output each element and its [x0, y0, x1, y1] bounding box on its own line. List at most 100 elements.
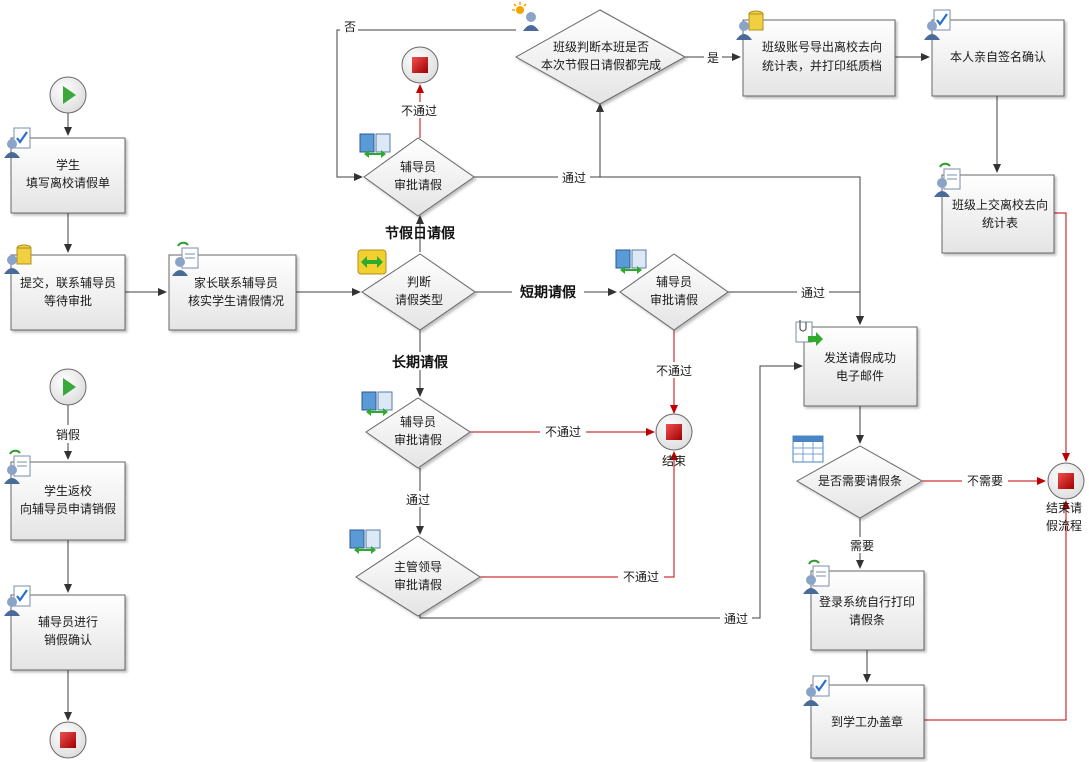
user-check-icon	[4, 585, 31, 616]
play-icon	[63, 86, 76, 104]
box-student-fill-line2: 填写离校请假单	[26, 175, 110, 190]
diamond-class-judge: 班级判断本班是否 本次节假日请假都完成	[514, 9, 687, 105]
label-long-pass: 通过	[406, 493, 430, 507]
edge-class-submit-end	[1054, 212, 1070, 462]
box-confirm-cancel-line1: 辅导员进行	[38, 615, 98, 629]
diamond-need-slip-line1: 是否需要请假条	[818, 474, 902, 488]
box-return-school-line1: 学生返校	[44, 483, 92, 498]
user-check-icon	[4, 127, 31, 158]
end-node-right	[1047, 462, 1085, 500]
box-class-export-line2: 统计表，并打印纸质档	[762, 59, 882, 73]
edge-supervisor-pass	[419, 362, 803, 619]
label-end-process-line1: 结束请	[1046, 501, 1082, 515]
diamond-supervisor-line1: 主管领导	[394, 559, 442, 574]
box-send-email-line2: 电子邮件	[836, 369, 884, 383]
edge-class-judge-no	[336, 29, 516, 181]
table-exchange-icon	[359, 133, 391, 158]
label-supervisor-pass: 通过	[724, 612, 748, 626]
user-check-icon	[803, 675, 830, 706]
label-end-process-line2: 假流程	[1046, 518, 1082, 533]
diamond-judge-type-line2: 请假类型	[395, 293, 443, 307]
end-node-center	[655, 413, 693, 451]
diamond-holiday-counselor: 辅导员 审批请假	[363, 137, 475, 217]
user-form-icon	[4, 449, 31, 484]
label-cancel-leave: 销假	[56, 428, 80, 442]
diamond-short-counselor-line2: 审批请假	[650, 292, 698, 307]
box-parent-contact-line1: 家长联系辅导员	[194, 275, 278, 290]
diamond-judge-type-line1: 判断	[407, 274, 431, 289]
diamond-short-counselor-line1: 辅导员	[656, 275, 692, 289]
label-long-fail: 不通过	[545, 425, 581, 439]
box-parent-contact-line2: 核实学生请假情况	[188, 293, 284, 308]
user-form-icon	[172, 241, 199, 276]
start-node-main	[49, 76, 87, 114]
label-holiday-fail: 不通过	[401, 104, 437, 118]
sun-user-icon	[512, 2, 539, 31]
label-supervisor-fail: 不通过	[623, 570, 659, 584]
stop-icon	[412, 57, 428, 73]
edge-supervisor-fail	[480, 451, 678, 578]
label-need: 需要	[850, 539, 874, 553]
email-send-icon	[795, 320, 823, 346]
edge-holiday-pass	[474, 103, 604, 178]
label-yes: 是	[707, 51, 719, 65]
box-student-fill-line1: 学生	[56, 157, 80, 172]
label-no: 否	[344, 20, 356, 34]
start-node-cancel	[49, 368, 87, 406]
user-db-icon	[4, 244, 32, 274]
label-holiday-leave: 节假日请假	[385, 225, 456, 242]
box-print-slip-line2: 请假条	[849, 613, 885, 627]
table-exchange-icon	[349, 529, 381, 554]
box-print-slip-line1: 登录系统自行打印	[819, 594, 915, 609]
box-class-submit-line1: 班级上交离校去向	[952, 197, 1048, 212]
user-db-icon	[736, 10, 764, 40]
user-form-icon	[803, 559, 830, 594]
diamond-long-counselor-line1: 辅导员	[400, 415, 436, 429]
label-no-need: 不需要	[967, 474, 1003, 488]
diamond-class-judge-line1: 班级判断本班是否	[553, 39, 649, 54]
table-exchange-icon	[615, 249, 647, 274]
diamond-holiday-counselor-line1: 辅导员	[400, 160, 436, 174]
box-print-slip: 登录系统自行打印 请假条	[810, 570, 925, 651]
table-exchange-icon	[361, 391, 393, 416]
user-form-icon	[934, 162, 961, 197]
edge-stamp-end	[924, 500, 1070, 721]
box-self-sign-line1: 本人亲自签名确认	[950, 49, 1046, 64]
label-long-leave: 长期请假	[392, 354, 449, 371]
stop-icon	[666, 424, 682, 440]
diamond-judge-type: 判断 请假类型	[361, 253, 476, 331]
exchange-icon	[357, 249, 387, 275]
box-submit-wait: 提交，联系辅导员 等待审批	[10, 254, 126, 331]
box-stamp-line1: 到学工办盖章	[831, 714, 903, 729]
box-confirm-cancel-line2: 销假确认	[44, 633, 92, 647]
play-icon	[63, 378, 76, 396]
edge-labels: 节假日请假 短期请假 长期请假 销假 否 是 不通过 通过 通过 不通过 不通过…	[52, 18, 1082, 626]
box-confirm-cancel: 辅导员进行 销假确认	[10, 594, 126, 671]
diamond-supervisor-line2: 审批请假	[394, 577, 442, 592]
user-check-icon	[924, 9, 951, 40]
diamond-long-counselor-line2: 审批请假	[394, 432, 442, 447]
diamond-long-counselor: 辅导员 审批请假	[365, 397, 471, 469]
box-student-fill: 学生 填写离校请假单	[10, 137, 126, 214]
box-class-export: 班级账号导出离校去向 统计表，并打印纸质档	[742, 19, 896, 97]
box-return-school-line2: 向辅导员申请销假	[20, 501, 116, 516]
box-submit-wait-line1: 提交，联系辅导员	[20, 275, 116, 290]
label-short-pass: 通过	[801, 286, 825, 300]
box-stamp: 到学工办盖章	[810, 684, 925, 759]
edge-holiday-email	[600, 176, 864, 325]
diamond-supervisor: 主管领导 审批请假	[355, 535, 481, 617]
edge-short-pass	[728, 291, 864, 325]
box-send-email: 发送请假成功 电子邮件	[803, 326, 918, 407]
box-class-submit: 班级上交离校去向 统计表	[941, 174, 1055, 254]
box-submit-wait-line2: 等待审批	[44, 293, 92, 308]
box-class-export-line1: 班级账号导出离校去向	[762, 39, 882, 54]
label-holiday-pass: 通过	[562, 171, 586, 185]
box-class-submit-line2: 统计表	[982, 216, 1018, 230]
label-short-fail: 不通过	[656, 364, 692, 378]
diamond-need-slip: 是否需要请假条	[795, 445, 923, 519]
box-self-sign: 本人亲自签名确认	[931, 19, 1065, 97]
label-short-leave: 短期请假	[520, 284, 577, 301]
end-node-holiday	[401, 46, 439, 84]
label-end: 结束	[662, 454, 686, 468]
